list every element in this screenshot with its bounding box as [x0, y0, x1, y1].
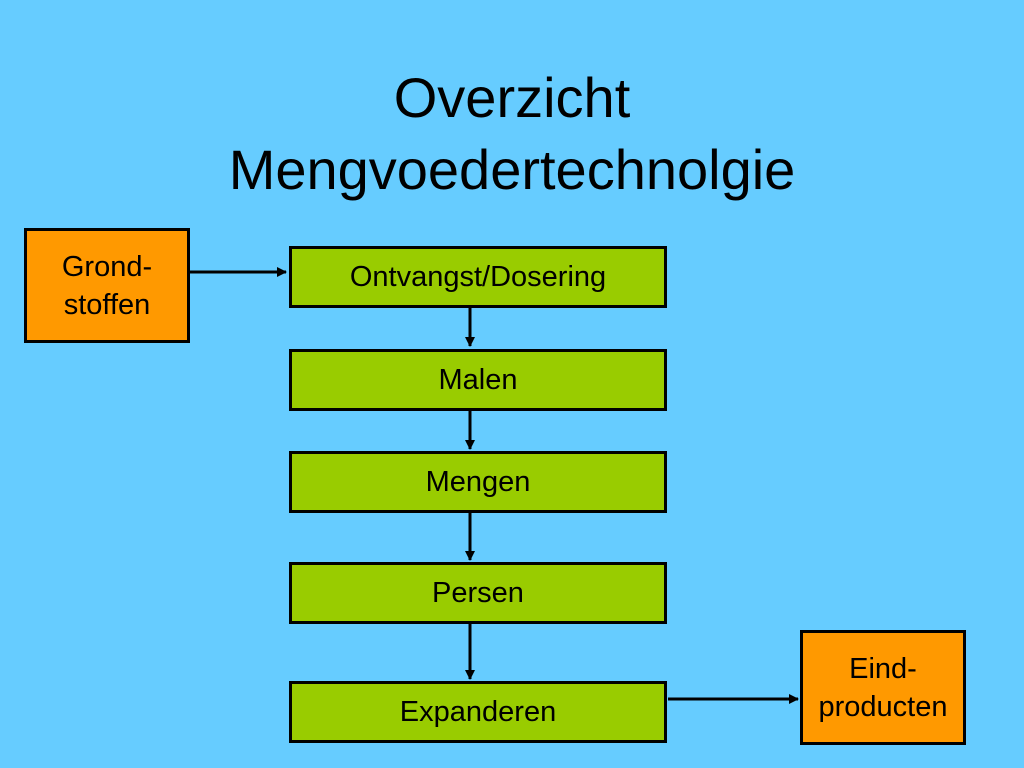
title-line-1: Overzicht	[393, 66, 631, 129]
input-box-line-2: stoffen	[63, 288, 151, 321]
step-ontvangst-dosering: Ontvangst/Dosering	[289, 246, 667, 308]
step-persen: Persen	[289, 562, 667, 624]
step-mengen: Mengen	[289, 451, 667, 513]
slide-title: Overzicht Mengvoedertechnolgie	[0, 62, 1024, 206]
input-box-line-1: Grond-	[61, 250, 153, 283]
output-box-eindproducten: Eind- producten	[800, 630, 966, 745]
step-malen: Malen	[289, 349, 667, 411]
output-box-line-1: Eind-	[849, 652, 917, 685]
step-expanderen: Expanderen	[289, 681, 667, 743]
input-box-grondstoffen: Grond- stoffen	[24, 228, 190, 343]
output-box-line-2: producten	[818, 690, 948, 723]
title-line-2: Mengvoedertechnolgie	[228, 138, 796, 201]
